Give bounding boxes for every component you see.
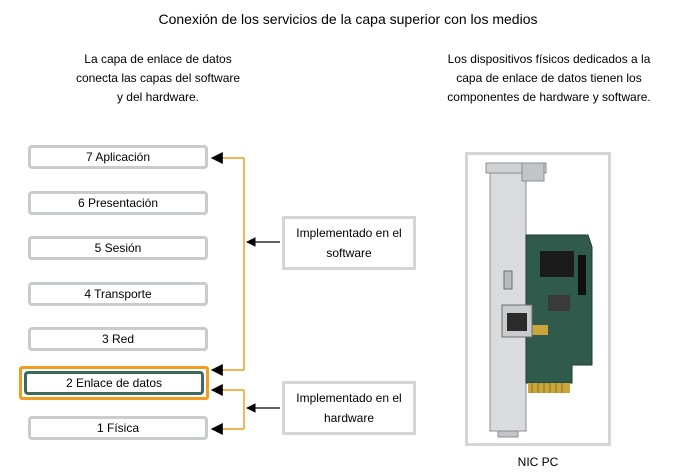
caption-left-line-2: conecta las capas del software: [75, 71, 241, 85]
layer-transport: 4 Transporte: [28, 282, 208, 306]
hardware-bracket: [210, 384, 280, 435]
layer-data-link: 2 Enlace de datos: [24, 371, 204, 395]
caption-right-line-3: componentes de hardware y software.: [447, 90, 651, 104]
caption-right-line-1: Los dispositivos físicos dedicados a la: [447, 52, 651, 66]
layer-network: 3 Red: [28, 327, 208, 351]
caption-left: La capa de enlace de datos conecta las c…: [40, 50, 276, 107]
diagram-title: Conexión de los servicios de la capa sup…: [158, 11, 538, 27]
caption-right: Los dispositivos físicos dedicados a la …: [418, 50, 680, 107]
hardware-box: Implementado en el hardware: [282, 381, 416, 435]
caption-right-line-2: capa de enlace de datos tienen los: [456, 71, 642, 85]
software-box-line-2: software: [326, 246, 372, 260]
caption-left-line-1: La capa de enlace de datos: [84, 52, 232, 66]
hardware-box-line-1: Implementado en el: [296, 391, 402, 405]
layer-physical: 1 Física: [28, 416, 208, 440]
software-box-line-1: Implementado en el: [296, 226, 402, 240]
hardware-box-line-2: hardware: [323, 411, 375, 425]
layer-application: 7 Aplicación: [28, 145, 208, 169]
nic-card-frame: [465, 152, 611, 446]
nic-card-icon: [485, 162, 593, 438]
software-box: Implementado en el software: [282, 216, 416, 270]
layer-session: 5 Sesión: [28, 236, 208, 260]
caption-left-line-3: y del hardware.: [116, 90, 200, 104]
data-link-highlight: [19, 366, 209, 400]
software-bracket: [210, 152, 280, 376]
layer-presentation: 6 Presentación: [28, 191, 208, 215]
nic-caption: NIC PC: [517, 455, 559, 469]
